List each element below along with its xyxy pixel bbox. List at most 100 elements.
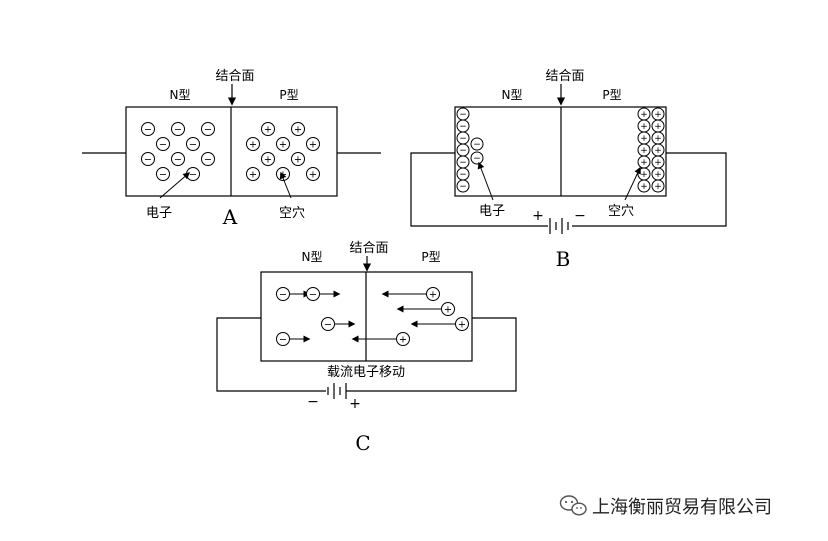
svg-text:+: + (249, 169, 257, 180)
hole: + (651, 155, 665, 169)
svg-text:−: − (204, 154, 212, 165)
electron: − (456, 119, 470, 133)
svg-text:−: − (473, 154, 481, 164)
svg-text:+: + (279, 139, 287, 150)
svg-text:+: + (444, 304, 452, 315)
hole: + (441, 302, 455, 316)
svg-text:−: − (144, 124, 152, 135)
carrier-group-c: − − − − + + + + (276, 287, 469, 346)
electron: − (306, 287, 320, 301)
watermark-text: 上海衡丽贸易有限公司 (592, 497, 772, 518)
junction-label-b: 结合面 (545, 69, 584, 84)
svg-text:+: + (264, 154, 272, 165)
svg-text:+: + (458, 319, 466, 330)
electron-label-a: 电子 (146, 206, 172, 221)
electron: − (456, 179, 470, 193)
svg-text:+: + (654, 134, 662, 144)
hole: + (651, 143, 665, 157)
svg-text:+: + (399, 334, 407, 345)
electron: − (470, 151, 484, 165)
circuit-wire-b-right (572, 152, 727, 227)
svg-text:+: + (654, 146, 662, 156)
hole: + (637, 155, 651, 169)
hole-group-a: ++++++++++ (246, 122, 320, 181)
svg-text:−: − (459, 170, 467, 180)
electron: − (321, 317, 335, 331)
electron-pointer-a (159, 172, 191, 199)
hole-pointer-a (279, 171, 292, 199)
svg-text:−: − (159, 169, 167, 180)
electron: − (156, 137, 170, 151)
electron: − (456, 107, 470, 121)
hole: + (651, 131, 665, 145)
circuit-wire-b (410, 152, 548, 227)
hole: + (637, 107, 651, 121)
hole-pointer-b (624, 166, 641, 201)
svg-text:+: + (654, 182, 662, 192)
junction-label-c: 结合面 (349, 241, 388, 256)
circuit-wire-c-right (346, 317, 517, 392)
electron-label-b: 电子 (479, 204, 505, 219)
svg-text:+: + (429, 289, 437, 300)
electron: − (171, 152, 185, 166)
svg-text:−: − (204, 124, 212, 135)
svg-text:+: + (654, 170, 662, 180)
hole-label-b: 空穴 (608, 204, 634, 219)
hole: + (276, 137, 290, 151)
hole: + (261, 152, 275, 166)
diagram-c: 结合面 N型 P型 − + 载流电子移动 −−−−++++ C (216, 241, 517, 455)
junction-label-a: 结合面 (215, 69, 254, 84)
svg-text:−: − (144, 154, 152, 165)
electron-group-b: −−−−−−−−− (456, 107, 484, 193)
hole: + (306, 137, 320, 151)
svg-text:−: − (189, 169, 197, 180)
svg-text:+: + (294, 124, 302, 135)
electron: − (470, 137, 484, 151)
svg-text:−: − (279, 289, 287, 300)
electron: − (276, 332, 290, 346)
hole: + (246, 137, 260, 151)
caption-a: A (222, 205, 238, 229)
diagram-a: 结合面 N型 P型 −−−−−−−−−− ++++++++++ 电子 空穴 A (82, 69, 381, 229)
electron: − (141, 122, 155, 136)
hole: + (651, 107, 665, 121)
p-type-label-a: P型 (279, 88, 298, 102)
electron: − (201, 152, 215, 166)
svg-text:−: − (324, 319, 332, 330)
n-type-label-a: N型 (170, 88, 191, 102)
svg-text:−: − (459, 110, 467, 120)
electron: − (456, 167, 470, 181)
svg-text:+: + (640, 146, 648, 156)
hole: + (455, 317, 469, 331)
svg-text:−: − (473, 140, 481, 150)
hole: + (291, 122, 305, 136)
hole: + (637, 179, 651, 193)
hole: + (651, 179, 665, 193)
svg-text:−: − (459, 146, 467, 156)
battery-c (327, 383, 347, 399)
battery-positive-b: + (532, 208, 544, 224)
hole: + (396, 332, 410, 346)
battery-negative-b: − (574, 208, 586, 224)
svg-text:+: + (640, 182, 648, 192)
electron: − (276, 287, 290, 301)
caption-b: B (556, 247, 571, 271)
hole: + (426, 287, 440, 301)
hole: + (637, 167, 651, 181)
carrier-label-c: 载流电子移动 (327, 365, 405, 380)
svg-text:+: + (640, 158, 648, 168)
battery-b (549, 218, 569, 234)
svg-text:−: − (159, 139, 167, 150)
hole: + (637, 131, 651, 145)
hole: + (637, 143, 651, 157)
hole-group-b: ++++++++++++++ (637, 107, 665, 193)
wechat-icon (559, 495, 587, 516)
svg-text:−: − (459, 182, 467, 192)
svg-text:+: + (654, 158, 662, 168)
svg-text:−: − (189, 139, 197, 150)
watermark: 上海衡丽贸易有限公司 (559, 495, 772, 518)
svg-text:+: + (640, 122, 648, 132)
svg-text:+: + (264, 124, 272, 135)
hole-label-a: 空穴 (279, 206, 305, 221)
